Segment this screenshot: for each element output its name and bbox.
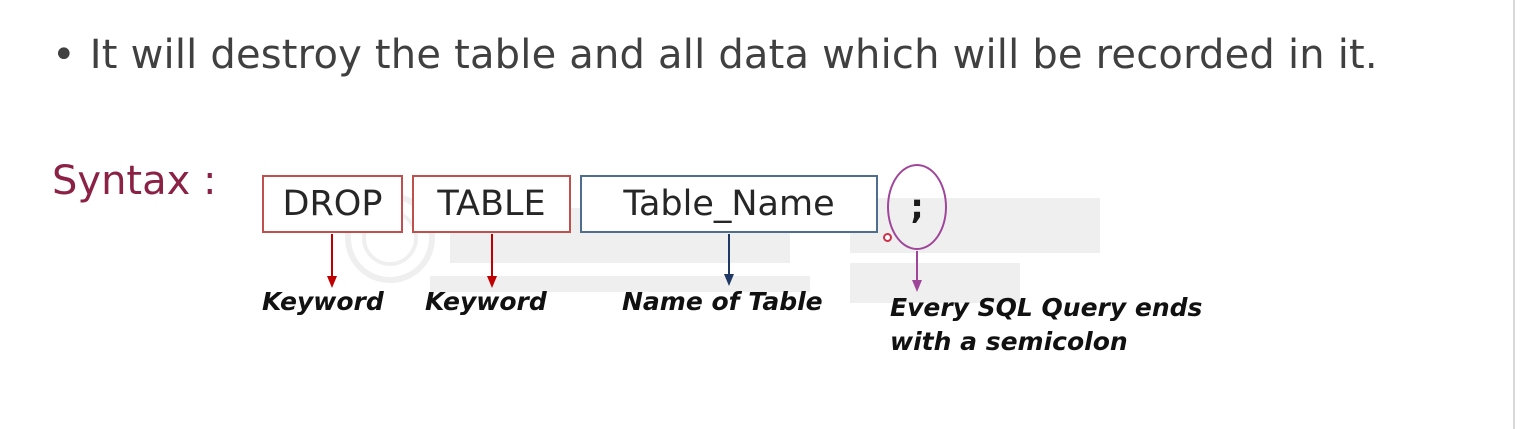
semicolon-oval: ; — [887, 164, 947, 250]
caption-keyword-table: Keyword — [425, 287, 547, 316]
bullet-icon: • — [52, 32, 76, 78]
slide-right-border — [1513, 0, 1515, 429]
caption-name-of-table: Name of Table — [622, 287, 823, 316]
syntax-label: Syntax : — [52, 158, 217, 204]
token-drop-box: DROP — [262, 175, 403, 233]
arrow-semicolon-to-caption — [912, 251, 922, 292]
arrow-table-to-keyword — [487, 234, 497, 288]
caption-semicolon: Every SQL Query ends with a semicolon — [890, 291, 1202, 359]
bullet-text: It will destroy the table and all data w… — [89, 32, 1378, 78]
token-table-box: TABLE — [412, 175, 571, 233]
pointer-cursor-icon — [883, 233, 892, 242]
arrow-name-to-caption — [724, 234, 734, 286]
token-table-name-box: Table_Name — [580, 175, 878, 233]
bullet-point: • It will destroy the table and all data … — [52, 32, 1378, 78]
caption-keyword-drop: Keyword — [262, 287, 384, 316]
caption-semicolon-line-2: with a semicolon — [890, 327, 1128, 356]
arrow-drop-to-keyword — [327, 234, 337, 288]
caption-semicolon-line-1: Every SQL Query ends — [890, 293, 1203, 322]
